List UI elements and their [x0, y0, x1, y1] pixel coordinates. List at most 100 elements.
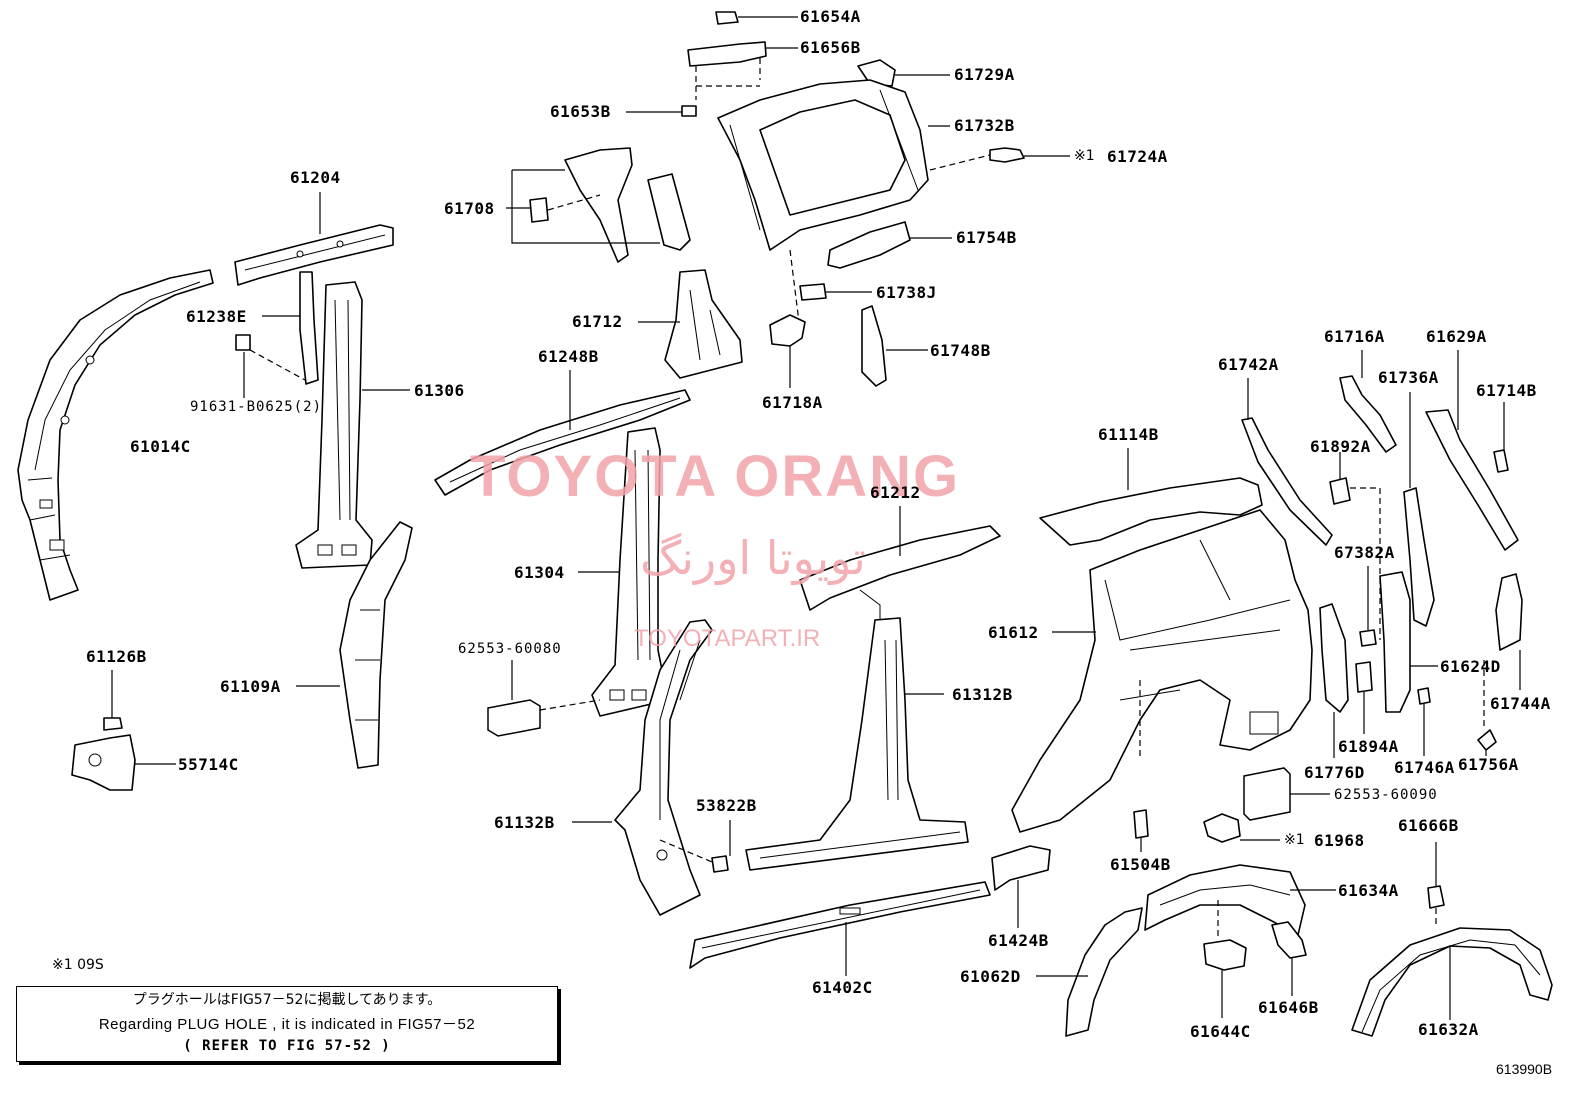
part-61716a-shape [1339, 350, 1397, 453]
part-61612-shape [1011, 509, 1313, 833]
part-61624d-shape [1379, 571, 1438, 713]
part-61712-shape [638, 269, 743, 379]
label-67382a[interactable]: 67382A [1334, 543, 1395, 562]
part-61654a-shape [715, 11, 798, 25]
label-61968[interactable]: 61968 [1314, 831, 1365, 850]
part-61968-shape [1203, 813, 1280, 843]
part-61014c-shape [17, 269, 214, 601]
part-61742a-shape [1241, 378, 1333, 546]
part-61724a-shape [929, 147, 1070, 171]
label-61736a[interactable]: 61736A [1378, 368, 1439, 387]
part-61504b-shape [1133, 809, 1149, 852]
label-61646b[interactable]: 61646B [1258, 998, 1319, 1017]
label-61708[interactable]: 61708 [444, 199, 495, 218]
part-61754b-shape [827, 221, 952, 269]
label-61892a[interactable]: 61892A [1310, 437, 1371, 456]
label-61754b[interactable]: 61754B [956, 228, 1017, 247]
part-55714c-shape [71, 734, 176, 791]
part-61776d-shape [1319, 603, 1349, 758]
label-61612[interactable]: 61612 [988, 623, 1039, 642]
part-61748b-shape [861, 305, 928, 387]
label-61634a[interactable]: 61634A [1338, 881, 1399, 900]
label-61312b[interactable]: 61312B [952, 685, 1013, 704]
label-61738j[interactable]: 61738J [876, 283, 937, 302]
label-61776d[interactable]: 61776D [1304, 763, 1365, 782]
label-61718a[interactable]: 61718A [762, 393, 823, 412]
label-62553-60090[interactable]: 62553-60090 [1334, 787, 1438, 803]
label-61732b[interactable]: 61732B [954, 116, 1015, 135]
label-61742a[interactable]: 61742A [1218, 355, 1279, 374]
label-61632a[interactable]: 61632A [1418, 1020, 1479, 1039]
label-61248b[interactable]: 61248B [538, 347, 599, 366]
label-61653b[interactable]: 61653B [550, 102, 611, 121]
part-61653b-shape [626, 105, 697, 117]
part-61304-shape [578, 427, 669, 717]
label-61656b[interactable]: 61656B [800, 38, 861, 57]
part-61714b-shape [1493, 402, 1509, 473]
label-55714c[interactable]: 55714C [178, 755, 239, 774]
label-61629a[interactable]: 61629A [1426, 327, 1487, 346]
part-61656b-shape [687, 41, 798, 100]
label-61716a[interactable]: 61716A [1324, 327, 1385, 346]
label-61724a[interactable]: 61724A [1107, 147, 1168, 166]
label-61504b[interactable]: 61504B [1110, 855, 1171, 874]
note-japanese: プラグホールはFIG57－52に掲載してあります。 [132, 992, 442, 1008]
part-61312b-shape [745, 617, 969, 871]
part-61238e-shape [235, 271, 319, 398]
label-61714b[interactable]: 61714B [1476, 381, 1537, 400]
part-61062d-shape [1036, 907, 1143, 1037]
label-61114b[interactable]: 61114B [1098, 425, 1159, 444]
label-61894a[interactable]: 61894A [1338, 737, 1399, 756]
label-91631-b0625[interactable]: 91631-B0625(2) [190, 399, 323, 415]
part-62553-60090-shape [1243, 767, 1330, 821]
label-61126b[interactable]: 61126B [86, 647, 147, 666]
part-61634a-shape [1144, 864, 1336, 940]
label-61756a[interactable]: 61756A [1458, 755, 1519, 774]
part-61646b-shape [1271, 921, 1307, 996]
part-53822b-shape [659, 820, 731, 873]
part-61204-shape [234, 192, 394, 286]
label-61644c[interactable]: 61644C [1190, 1022, 1251, 1041]
label-61062d[interactable]: 61062D [960, 967, 1021, 986]
marker-note-1: ※1 [1074, 148, 1095, 164]
part-61306-shape [295, 281, 410, 569]
label-61306[interactable]: 61306 [414, 381, 465, 400]
label-61212[interactable]: 61212 [870, 483, 921, 502]
footnote-09s: ※1 09S [52, 957, 104, 973]
label-61402c[interactable]: 61402C [812, 978, 873, 997]
part-61744a-shape [1495, 573, 1523, 690]
label-61204[interactable]: 61204 [290, 168, 341, 187]
label-61424b[interactable]: 61424B [988, 931, 1049, 950]
part-61746a-shape [1417, 687, 1431, 756]
part-61132b-shape [572, 619, 713, 916]
part-61708-shape [506, 147, 691, 263]
label-61744a[interactable]: 61744A [1490, 694, 1551, 713]
label-61654a[interactable]: 61654A [800, 7, 861, 26]
label-61624d[interactable]: 61624D [1440, 657, 1501, 676]
watermark-site: TOYOTAPART.IR [634, 625, 821, 652]
label-62553-60080[interactable]: 62553-60080 [458, 641, 562, 657]
label-61748b[interactable]: 61748B [930, 341, 991, 360]
part-61629a-shape [1425, 350, 1519, 551]
watermark-brand: TOYOTA ORANG [470, 444, 961, 509]
label-61132b[interactable]: 61132B [494, 813, 555, 832]
label-61666b[interactable]: 61666B [1398, 816, 1459, 835]
part-61718a-shape [769, 314, 806, 388]
label-61109a[interactable]: 61109A [220, 677, 281, 696]
note-reference: ( REFER TO FIG 57-52 ) [183, 1038, 391, 1054]
marker-note-2: ※1 [1284, 832, 1305, 848]
part-62553-60080-shape [487, 660, 601, 737]
part-61424b-shape [991, 845, 1051, 928]
part-61248b-shape [434, 370, 691, 496]
label-53822b[interactable]: 53822B [696, 796, 757, 815]
label-61712[interactable]: 61712 [572, 312, 623, 331]
label-61746a[interactable]: 61746A [1394, 758, 1455, 777]
part-61894a-shape [1355, 661, 1373, 734]
label-61729a[interactable]: 61729A [954, 65, 1015, 84]
label-61238e[interactable]: 61238E [186, 307, 247, 326]
label-61304[interactable]: 61304 [514, 563, 565, 582]
part-61402c-shape [689, 881, 991, 976]
part-61632a-shape [1351, 927, 1553, 1037]
part-61666b-shape [1427, 842, 1445, 925]
label-61014c[interactable]: 61014C [130, 437, 191, 456]
